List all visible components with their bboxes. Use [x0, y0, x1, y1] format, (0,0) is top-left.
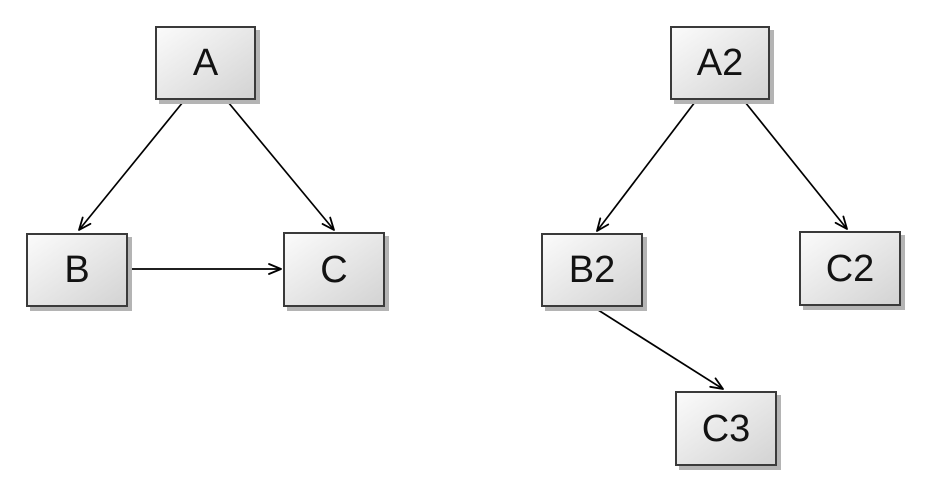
edge-A-C	[227, 101, 335, 231]
node-C2-label: C2	[825, 247, 875, 290]
node-B: B	[26, 233, 128, 307]
node-B-label: B	[64, 249, 90, 291]
edge-A2-C2	[744, 101, 848, 230]
node-C3-label: C3	[701, 407, 751, 450]
edge-A2-B2	[596, 101, 696, 232]
node-A2: A2	[670, 26, 770, 100]
node-A-label: A	[192, 42, 219, 84]
node-C-label: C	[320, 248, 348, 291]
node-B2: B2	[541, 233, 643, 307]
node-C3: C3	[675, 391, 777, 466]
node-C: C	[283, 232, 385, 307]
edge-B2-C3	[594, 307, 724, 390]
node-C2: C2	[799, 231, 901, 306]
node-B2-label: B2	[568, 249, 616, 291]
node-A: A	[155, 26, 256, 100]
edge-A-B	[78, 101, 184, 231]
node-A2-label: A2	[696, 42, 744, 84]
